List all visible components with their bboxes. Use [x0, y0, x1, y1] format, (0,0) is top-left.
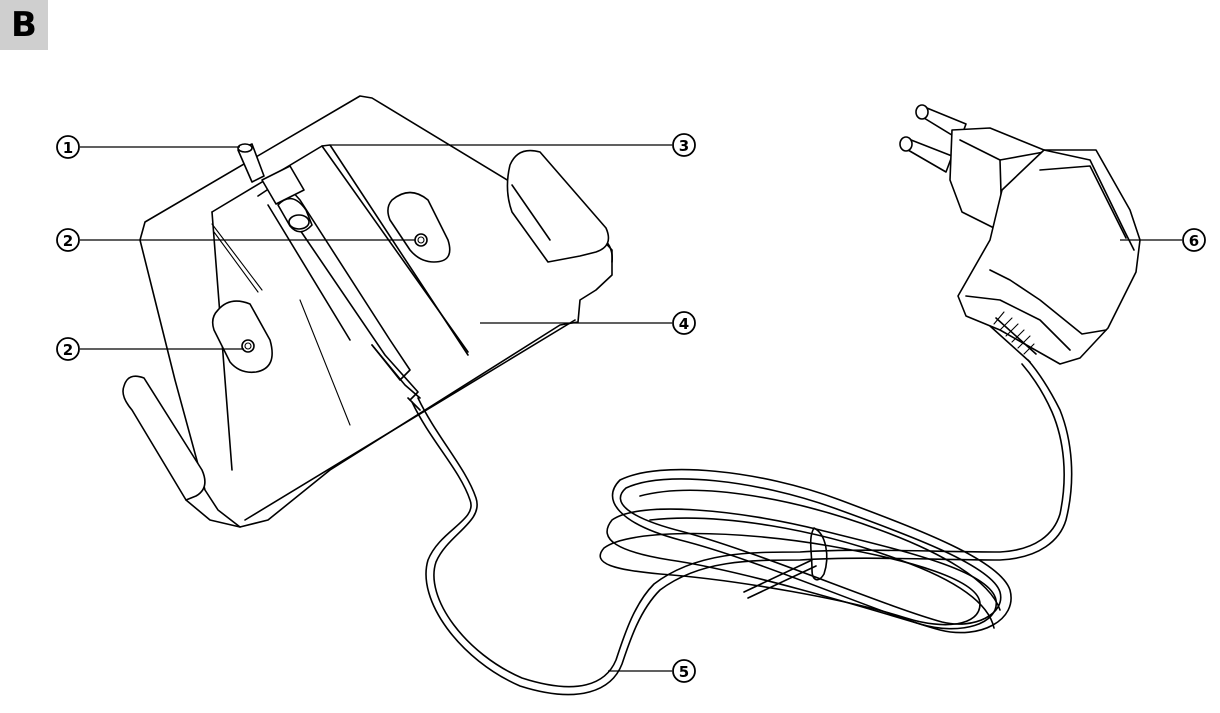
- callout-4-marker: [672, 311, 696, 335]
- section-label: B: [11, 5, 37, 45]
- callout-1-marker: [56, 135, 80, 159]
- section-badge: B: [0, 0, 48, 50]
- charging-cradle: [122, 95, 614, 528]
- callout-2a-label: 2: [63, 232, 73, 250]
- callout-2b-marker: [56, 337, 80, 361]
- callout-3-label: 3: [679, 137, 689, 155]
- callout-4-label: 4: [679, 315, 689, 333]
- callout-5-label: 5: [679, 663, 689, 681]
- callouts: 1 2 2 3 4 5 6: [56, 133, 1206, 683]
- callout-6-label: 6: [1189, 232, 1199, 250]
- power-adapter: [899, 104, 1141, 365]
- callout-3-marker: [672, 133, 696, 157]
- callout-1-label: 1: [63, 139, 73, 157]
- callout-2b-label: 2: [63, 341, 73, 359]
- power-cable: [411, 359, 1073, 696]
- callout-6-marker: [1182, 228, 1206, 252]
- callout-5-marker: [672, 659, 696, 683]
- callout-2a-marker: [56, 228, 80, 252]
